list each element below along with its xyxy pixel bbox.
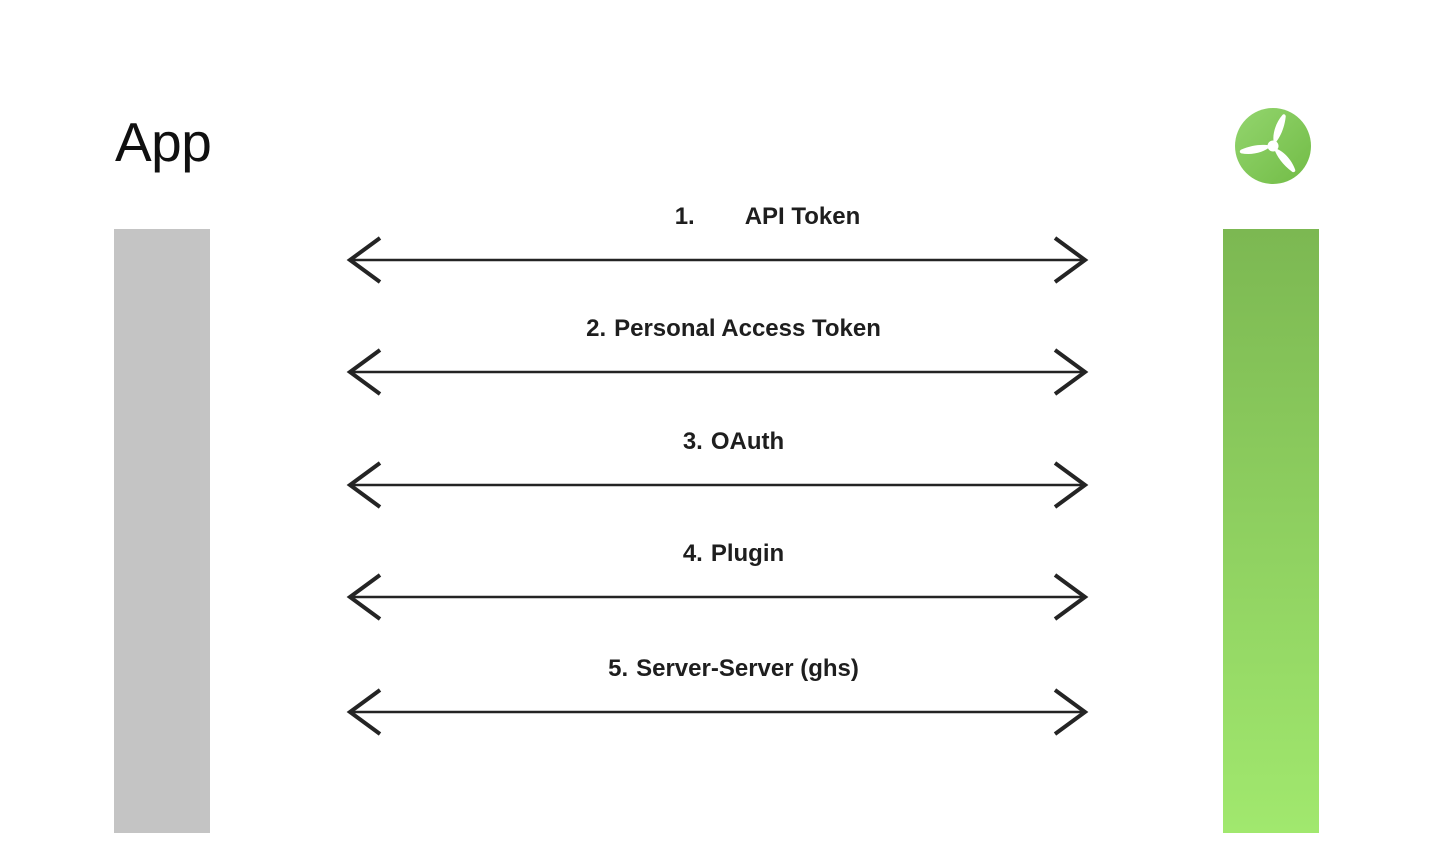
- wind-turbine-icon: [1235, 108, 1311, 184]
- auth-method-row: 3. OAuth: [345, 425, 1090, 511]
- double-headed-arrow: [346, 236, 1089, 284]
- method-number: 3.: [682, 428, 703, 455]
- method-number: 4.: [682, 540, 703, 567]
- method-number: 5.: [608, 655, 629, 682]
- double-headed-arrow: [346, 688, 1089, 736]
- method-text: Server-Server (ghs): [636, 655, 859, 682]
- auth-method-label: 3. OAuth: [345, 425, 1090, 459]
- auth-method-label: 1. API Token: [345, 200, 1090, 234]
- auth-method-row: 1. API Token: [345, 200, 1090, 286]
- method-text: API Token: [744, 203, 861, 230]
- method-text: Personal Access Token: [614, 315, 881, 342]
- method-text: OAuth: [710, 428, 785, 455]
- auth-method-label: 4. Plugin: [345, 537, 1090, 571]
- service-lifeline-bar: [1223, 229, 1319, 833]
- method-text: Plugin: [710, 540, 785, 567]
- auth-method-row: 4. Plugin: [345, 537, 1090, 623]
- double-headed-arrow: [346, 461, 1089, 509]
- auth-method-row: 5. Server-Server (ghs): [345, 652, 1090, 738]
- method-number: 2.: [586, 315, 607, 342]
- double-headed-arrow: [346, 348, 1089, 396]
- wind-turbine-logo: [1234, 107, 1312, 185]
- auth-method-label: 5. Server-Server (ghs): [345, 652, 1090, 686]
- double-headed-arrow: [346, 573, 1089, 621]
- app-lifeline-bar: [114, 229, 210, 833]
- page-title: App: [115, 111, 212, 173]
- auth-method-label: 2. Personal Access Token: [345, 312, 1090, 346]
- auth-method-row: 2. Personal Access Token: [345, 312, 1090, 398]
- method-number: 1.: [674, 203, 695, 230]
